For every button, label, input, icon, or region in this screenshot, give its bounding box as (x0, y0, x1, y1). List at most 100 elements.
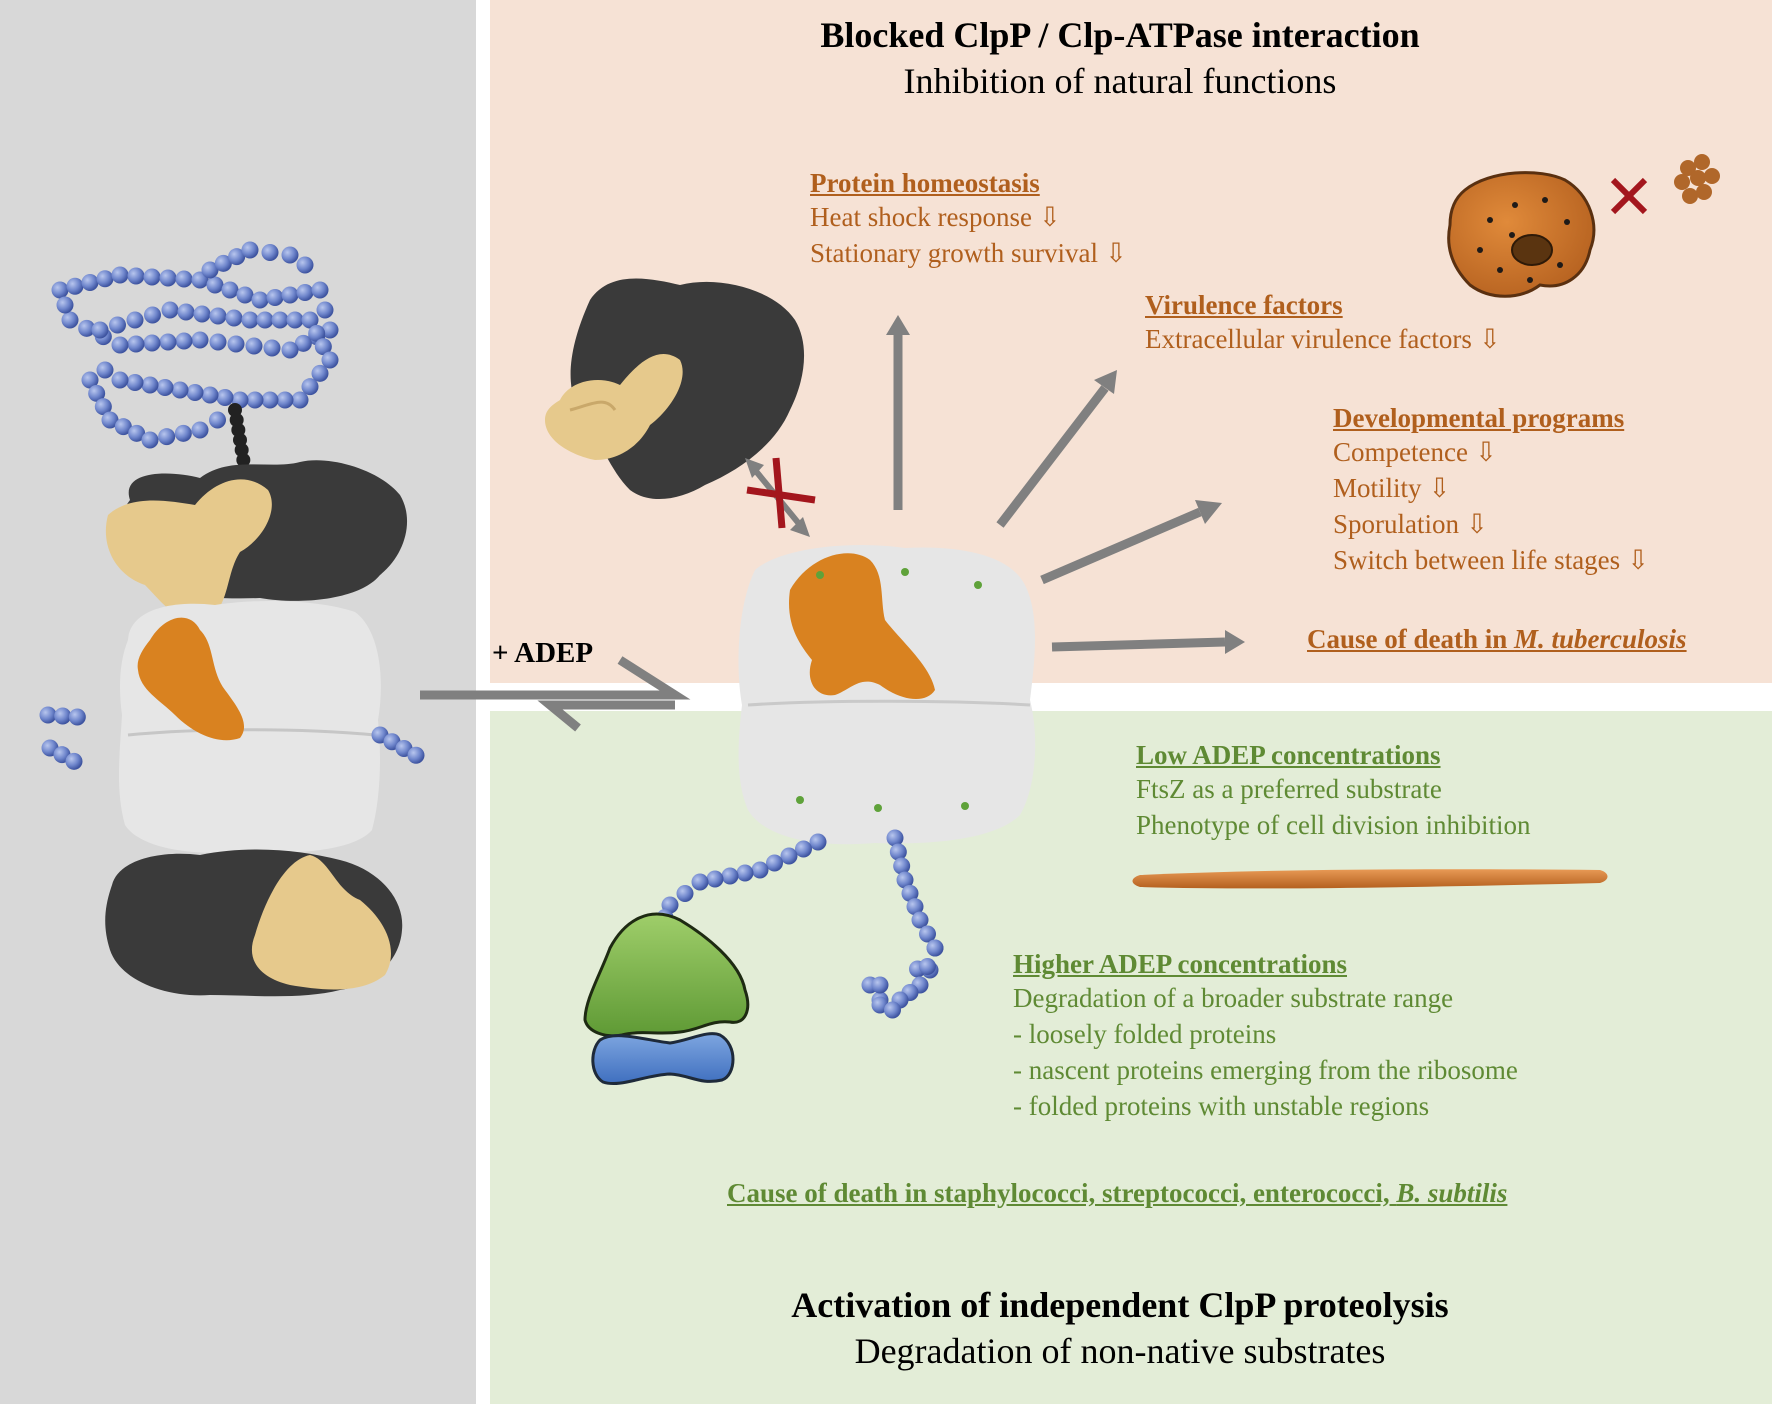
bead (141, 431, 159, 449)
bead (276, 391, 294, 409)
bead (78, 319, 96, 337)
bead (214, 254, 232, 272)
bead (266, 289, 284, 306)
high-adep-list: Degradation of a broader substrate range… (1013, 980, 1518, 1124)
list-item: Phenotype of cell division inhibition (1136, 810, 1531, 840)
protein-homeostasis-list: Heat shock response ⇩ Stationary growth … (810, 199, 1127, 271)
folded-protein-icon (583, 912, 750, 1038)
bead (114, 418, 132, 436)
low-adep-list: FtsZ as a preferred substrate Phenotype … (1136, 771, 1530, 843)
list-item: Stationary growth survival ⇩ (810, 238, 1128, 268)
bead (54, 707, 72, 725)
bead (926, 939, 944, 957)
bead (736, 864, 754, 882)
bead (291, 391, 309, 409)
bead (111, 266, 129, 284)
death-gram-positive-heading: Cause of death in staphylococci, strepto… (727, 1178, 1507, 1209)
bead (225, 309, 243, 327)
bead (111, 336, 129, 354)
virulence-heading: Virulence factors (1145, 290, 1343, 320)
bead (88, 384, 106, 402)
list-item: Degradation of a broader substrate range (1013, 983, 1454, 1013)
bead (143, 268, 161, 286)
bead (766, 854, 783, 872)
bead (721, 867, 739, 885)
low-adep-heading: Low ADEP concentrations (1136, 740, 1441, 770)
bead (271, 311, 289, 329)
bead (61, 311, 79, 329)
bead (301, 311, 319, 329)
bead (191, 421, 209, 439)
death-tb-species: M. tuberculosis (1514, 624, 1687, 654)
list-item: - folded proteins with unstable regions (1013, 1091, 1430, 1121)
bead (893, 857, 911, 875)
bead (161, 301, 179, 319)
top-title: Blocked ClpP / Clp-ATPase interaction (820, 15, 1420, 55)
virulence-list: Extracellular virulence factors ⇩ (1145, 321, 1501, 357)
bead (407, 746, 425, 764)
adep-arrow-label: + ADEP (492, 637, 594, 669)
bead (66, 277, 84, 295)
bead (281, 341, 299, 359)
function-arrows (886, 315, 1245, 654)
cross-icon (1610, 177, 1648, 215)
bead (236, 453, 251, 467)
bead (209, 411, 226, 429)
bead (251, 291, 269, 309)
bead (901, 884, 919, 902)
developmental-block: Developmental programs Competence ⇩ Moti… (1333, 403, 1650, 578)
bottom-title: Activation of independent ClpP proteolys… (791, 1285, 1449, 1325)
bead (175, 270, 193, 288)
bead (81, 371, 99, 389)
bead (221, 281, 239, 299)
bead (201, 386, 219, 404)
bead (228, 248, 246, 266)
bead (216, 389, 234, 406)
bead (906, 898, 924, 916)
list-item: Competence ⇩ (1333, 437, 1498, 467)
bead (296, 284, 314, 301)
protein-homeostasis-heading: Protein homeostasis (810, 168, 1040, 198)
bead (316, 301, 334, 319)
death-gp-prefix: Cause of death in staphylococci, strepto… (727, 1178, 1397, 1208)
clpp-adep-complex (738, 544, 1036, 845)
bead (308, 324, 326, 342)
bead (296, 256, 314, 274)
bead (101, 411, 119, 429)
bead (159, 333, 177, 351)
bead (241, 311, 259, 329)
bead-chain-substrate (656, 829, 944, 1019)
host-cell-icon (1447, 171, 1596, 298)
death-gp-species: B. subtilis (1396, 1178, 1508, 1208)
bead (780, 847, 798, 865)
low-adep-block: Low ADEP concentrations FtsZ as a prefer… (1136, 740, 1530, 843)
bead (896, 871, 914, 889)
bead (156, 379, 174, 396)
bead (193, 305, 211, 323)
developmental-list: Competence ⇩ Motility ⇩ Sporulation ⇩ Sw… (1333, 434, 1650, 578)
bead (691, 873, 709, 891)
bead (65, 752, 83, 770)
protein-homeostasis-block: Protein homeostasis Heat shock response … (810, 168, 1127, 271)
bead (127, 267, 145, 285)
bead (256, 311, 274, 329)
bead (209, 333, 227, 351)
bead (177, 303, 195, 321)
clp-atpase-free (545, 278, 805, 500)
bead (96, 361, 114, 379)
list-item: - loosely folded proteins (1013, 1019, 1277, 1049)
bead (206, 276, 224, 294)
bead (191, 331, 209, 349)
bead (884, 1001, 901, 1019)
bead (241, 241, 259, 259)
bead (911, 911, 929, 929)
bead (314, 338, 332, 356)
bead (281, 286, 299, 304)
bead (91, 321, 109, 339)
bead (96, 270, 114, 288)
bead (209, 307, 227, 325)
bead-chain-unfolded-protein (51, 241, 339, 467)
bead (286, 311, 304, 329)
bead (159, 269, 177, 287)
